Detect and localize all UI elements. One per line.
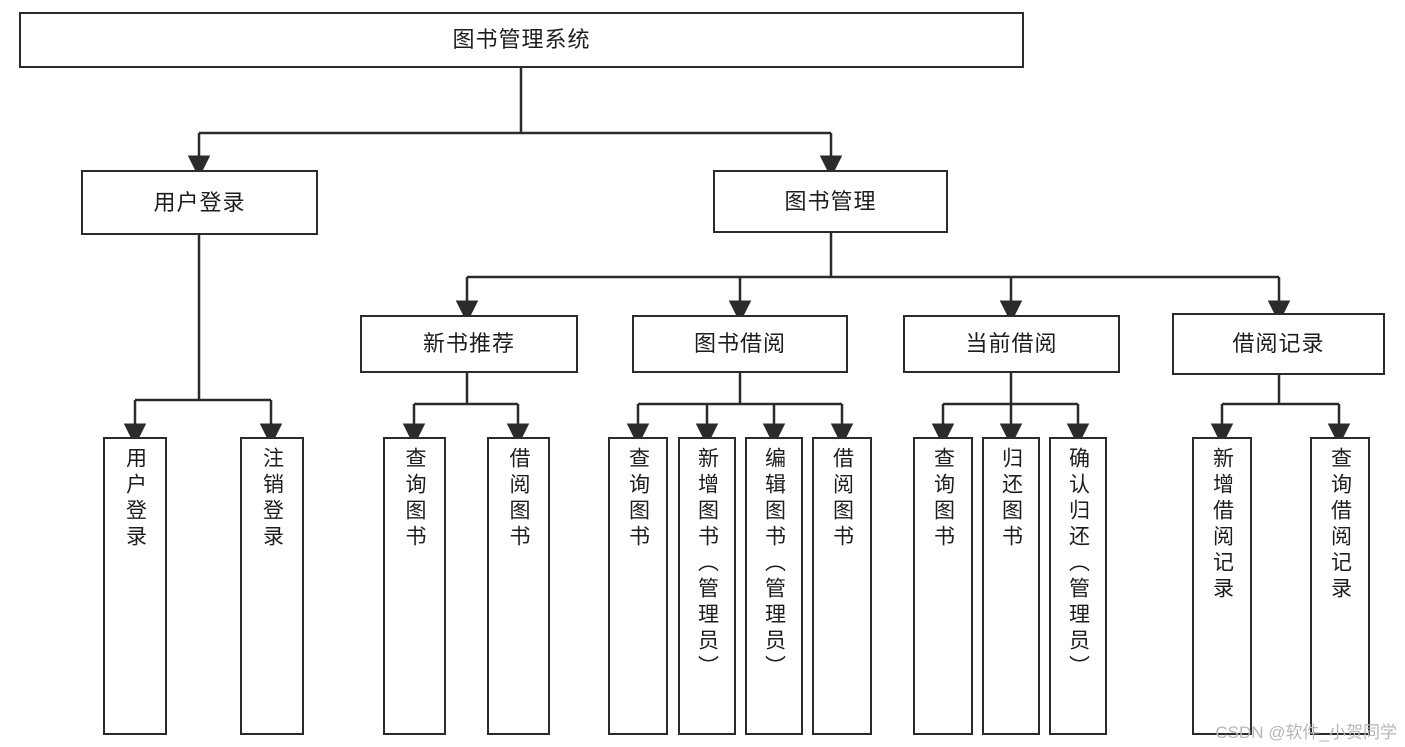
- leaf-user-login-logout[interactable]: 注销登录: [240, 437, 304, 735]
- leaf-borrow-record-query-record[interactable]: 查询借阅记录: [1310, 437, 1370, 735]
- leaf-new-book-borrow-book[interactable]: 借阅图书: [487, 437, 550, 735]
- node-new-book-recommend[interactable]: 新书推荐: [360, 315, 578, 373]
- leaf-current-borrow-query-book[interactable]: 查询图书: [913, 437, 973, 735]
- node-label: 新增图书（管理员）: [695, 447, 719, 681]
- leaf-book-borrow-borrow-book[interactable]: 借阅图书: [812, 437, 872, 735]
- node-borrow-record[interactable]: 借阅记录: [1172, 313, 1385, 375]
- node-label: 用户登录: [123, 447, 147, 551]
- csdn-watermark: CSDN @软件_小贺同学: [1215, 723, 1397, 742]
- node-label: 当前借阅: [965, 331, 1058, 357]
- node-label: 编辑图书（管理员）: [762, 447, 786, 681]
- leaf-current-borrow-confirm-return-admin[interactable]: 确认归还（管理员）: [1049, 437, 1107, 735]
- node-label: 注销登录: [260, 447, 284, 551]
- node-label: 借阅图书: [830, 447, 854, 551]
- node-root-book-management-system[interactable]: 图书管理系统: [19, 12, 1024, 68]
- leaf-borrow-record-add-record[interactable]: 新增借阅记录: [1192, 437, 1252, 735]
- leaf-user-login-login[interactable]: 用户登录: [103, 437, 167, 735]
- node-book-management[interactable]: 图书管理: [713, 170, 948, 233]
- node-label: 新增借阅记录: [1210, 447, 1234, 603]
- node-label: 图书管理: [784, 188, 877, 214]
- node-label: 查询图书: [403, 447, 426, 551]
- node-label: 查询借阅记录: [1328, 447, 1352, 603]
- node-label: 查询图书: [626, 447, 650, 551]
- node-label: 图书管理系统: [452, 27, 591, 53]
- node-current-borrow[interactable]: 当前借阅: [903, 315, 1120, 373]
- leaf-book-borrow-query-book[interactable]: 查询图书: [608, 437, 668, 735]
- leaf-book-borrow-edit-book-admin[interactable]: 编辑图书（管理员）: [745, 437, 803, 735]
- leaf-book-borrow-add-book-admin[interactable]: 新增图书（管理员）: [678, 437, 736, 735]
- node-label: 确认归还（管理员）: [1066, 447, 1090, 681]
- node-user-login[interactable]: 用户登录: [81, 170, 318, 235]
- node-label: 借阅记录: [1232, 331, 1325, 357]
- node-label: 新书推荐: [422, 331, 515, 357]
- node-label: 查询图书: [931, 447, 955, 551]
- node-label: 图书借阅: [693, 331, 786, 357]
- node-label: 借阅图书: [507, 447, 530, 551]
- node-label: 归还图书: [999, 447, 1023, 551]
- node-book-borrow[interactable]: 图书借阅: [632, 315, 848, 373]
- node-label: 用户登录: [153, 189, 246, 215]
- leaf-new-book-query-book[interactable]: 查询图书: [383, 437, 446, 735]
- leaf-current-borrow-return-book[interactable]: 归还图书: [982, 437, 1040, 735]
